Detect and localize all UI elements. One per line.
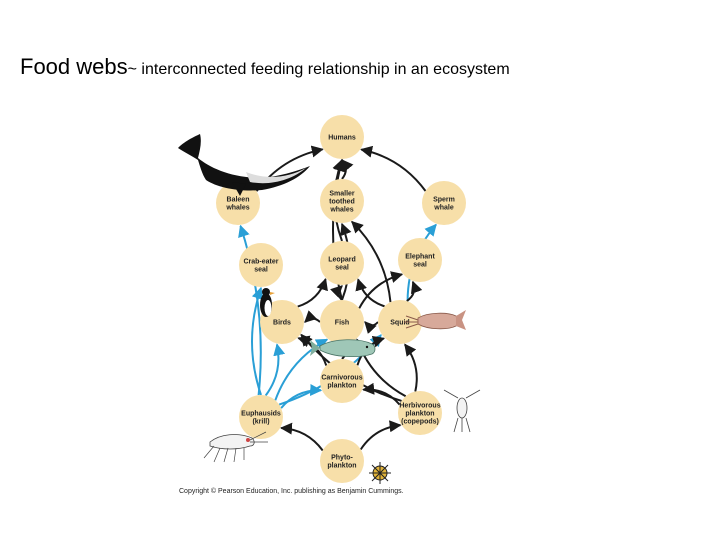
arrow-phyto-to-euphausids (280, 422, 324, 452)
fish-illustration (310, 339, 376, 358)
arrow-euphausids-to-crabeater (251, 286, 264, 396)
node-squid-label: Squid (390, 320, 409, 327)
node-crabeater-label: seal (254, 267, 268, 274)
node-crabeater-circle (239, 243, 283, 287)
arrow-squid-to-toothed (351, 220, 392, 303)
node-carnivorous-circle (320, 359, 364, 403)
arrow-euphausids-to-baleen (238, 224, 262, 396)
node-sperm-circle (422, 181, 466, 225)
node-humans-circle (320, 115, 364, 159)
copyright-notice: Copyright © Pearson Education, Inc. publ… (179, 488, 404, 495)
arrow-euphausids-to-birds (264, 343, 286, 397)
arrow-fish-to-elephant (358, 271, 404, 309)
arrow-squid-to-fish (364, 321, 379, 334)
node-fish-circle (320, 300, 364, 344)
node-euphausids-label: Euphausids (241, 411, 281, 418)
node-baleen-circle (216, 181, 260, 225)
arrow-herbivorous-to-carnivorous (362, 382, 401, 406)
node-fish-label: Fish (335, 320, 349, 327)
arrow-herbivorous-to-squid (404, 343, 418, 392)
node-squid-circle (378, 300, 422, 344)
slide-title: Food webs~ interconnected feeding relati… (20, 54, 510, 80)
node-leopard-circle (320, 241, 364, 285)
node-toothed-label: toothed (329, 199, 355, 206)
node-fish: Fish (320, 300, 364, 344)
node-phyto: Phyto-plankton (320, 439, 364, 483)
organism-nodes: HumansBaleenwhalesSmallertoothedwhalesSp… (216, 115, 466, 483)
squid-illustration (404, 310, 466, 330)
arrow-phyto-to-herbivorous (359, 420, 402, 451)
baleen-whale-illustration (178, 134, 310, 196)
node-leopard-label: seal (335, 265, 349, 272)
node-crabeater-label: Crab-eater (243, 259, 278, 266)
node-leopard-label: Leopard (328, 257, 356, 264)
arrow-squid-to-leopard (355, 278, 385, 308)
arrow-fish-to-birds (304, 310, 321, 323)
arrow-toothed-to-humans (341, 159, 354, 180)
node-euphausids: Euphausids(krill) (239, 395, 283, 439)
node-humans-label: Humans (328, 135, 356, 142)
copepod-illustration (443, 389, 481, 433)
node-squid: Squid (378, 300, 422, 344)
node-carnivorous-label: plankton (327, 383, 356, 390)
node-elephant-label: Elephant (405, 254, 435, 261)
node-toothed-label: Smaller (329, 191, 355, 198)
node-toothed-label: whales (329, 207, 353, 214)
penguin-illustration (260, 288, 275, 317)
node-sperm-label: whale (433, 205, 454, 212)
node-phyto-label: plankton (327, 463, 356, 470)
node-elephant-label: seal (413, 262, 427, 269)
title-main: Food webs (20, 54, 128, 79)
node-euphausids-label: (krill) (252, 419, 269, 426)
node-phyto-label: Phyto- (331, 455, 353, 462)
node-herbivorous-label: Herbivorous (399, 403, 440, 410)
node-toothed-circle (320, 179, 364, 223)
node-herbivorous-label: plankton (405, 411, 434, 418)
arrow-squid-to-elephant (406, 280, 423, 302)
feeding-arrows (238, 145, 437, 452)
title-subtitle: ~ interconnected feeding relationship in… (127, 61, 510, 78)
node-baleen-label: Baleen (227, 197, 250, 204)
arrow-sperm-to-humans (360, 145, 427, 192)
node-herbivorous-circle (398, 391, 442, 435)
krill-illustration (203, 431, 268, 463)
node-phyto-circle (320, 439, 364, 483)
node-euphausids-circle (239, 395, 283, 439)
arrow-euphausids-to-carnivorous (280, 383, 323, 409)
arrow-euphausids-to-fish (274, 338, 329, 401)
node-herbivorous-label: (copepods) (401, 419, 439, 426)
node-humans: Humans (320, 115, 364, 159)
phytoplankton-illustration (369, 462, 391, 484)
node-elephant-circle (398, 238, 442, 282)
arrow-birds-to-leopard (297, 277, 328, 308)
node-carnivorous-label: Carnivorous (321, 375, 362, 382)
node-baleen-label: whales (225, 205, 249, 212)
node-birds-label: Birds (273, 320, 291, 327)
node-sperm-label: Sperm (433, 197, 455, 204)
